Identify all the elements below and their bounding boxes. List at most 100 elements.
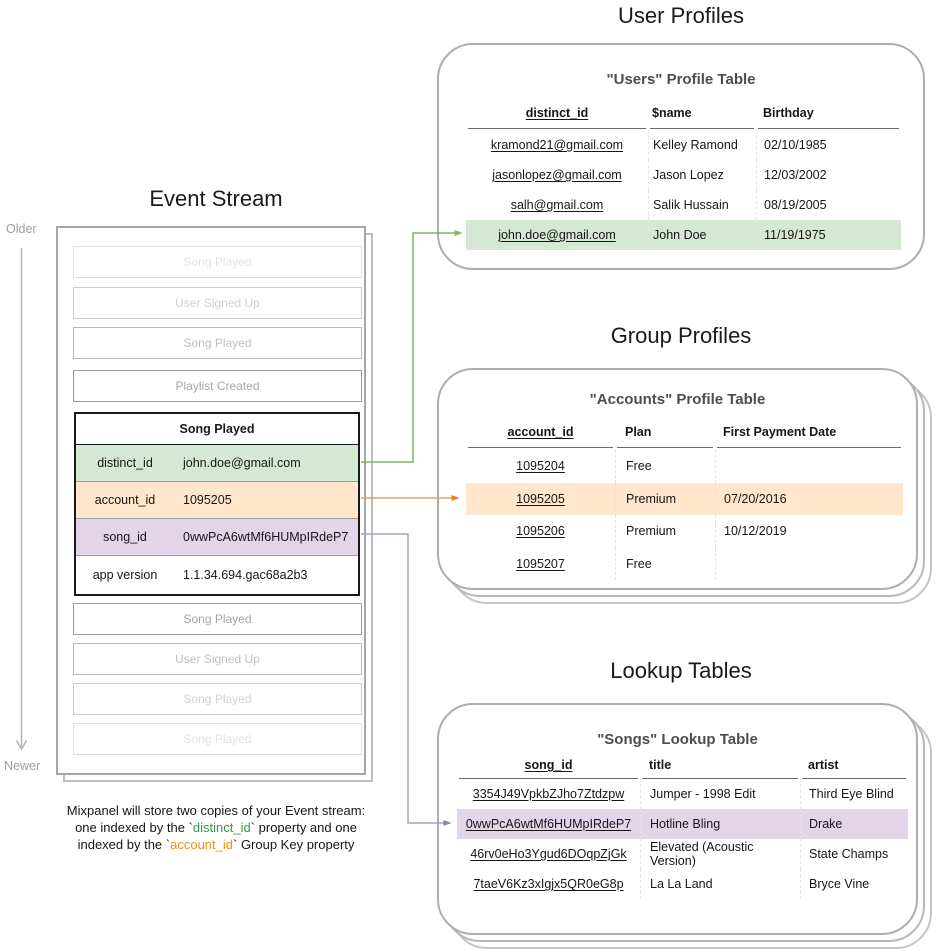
accounts-table-title: "Accounts" Profile Table bbox=[589, 391, 766, 408]
caption-text: indexed by the ` bbox=[77, 837, 171, 852]
cell-first-payment-date: 10/12/2019 bbox=[715, 515, 903, 548]
divider-segment bbox=[468, 447, 613, 448]
column-header-name: $name bbox=[652, 106, 692, 120]
cell-plan: Free bbox=[615, 547, 715, 580]
table-row-highlighted: john.doe@gmail.com John Doe 11/19/1975 bbox=[466, 220, 901, 250]
caption-text: ` property and one bbox=[250, 820, 357, 835]
table-row: 1095206 Premium 10/12/2019 bbox=[466, 515, 903, 548]
property-key: song_id bbox=[103, 530, 147, 544]
user-profiles-title: User Profiles bbox=[618, 3, 744, 28]
property-key: app version bbox=[92, 568, 158, 582]
table-row: jasonlopez@gmail.com Jason Lopez 12/03/2… bbox=[466, 160, 901, 190]
cell-name: Salik Hussain bbox=[648, 190, 756, 220]
account-id-term: account_id bbox=[170, 837, 233, 852]
column-header-distinct-id: distinct_id bbox=[525, 106, 589, 120]
caption-line-1: Mixpanel will store two copies of your E… bbox=[66, 803, 366, 818]
caption-line-2: one indexed by the `distinct_id` propert… bbox=[50, 819, 382, 836]
event-box: User Signed Up bbox=[73, 643, 362, 675]
column-header-account-id: account_id bbox=[507, 425, 574, 439]
cell-artist: Bryce Vine bbox=[800, 869, 908, 899]
cell-account-id: 1095204 bbox=[516, 459, 565, 474]
cell-artist: Drake bbox=[800, 809, 908, 839]
caption-text: ` Group Key property bbox=[233, 837, 355, 852]
divider-segment bbox=[758, 128, 899, 129]
songs-table-title: "Songs" Lookup Table bbox=[597, 731, 758, 748]
event-property-row-app-version: app version 1.1.34.694.gac68a2b3 bbox=[76, 555, 358, 594]
cell-title: La La Land bbox=[640, 869, 800, 899]
table-row: 7taeV6Kz3xIgjx5QR0eG8p La La Land Bryce … bbox=[457, 869, 908, 899]
event-box: Song Played bbox=[73, 723, 362, 755]
divider-segment bbox=[802, 778, 906, 779]
divider-segment bbox=[650, 128, 754, 129]
property-key: distinct_id bbox=[97, 456, 153, 470]
column-header-title: title bbox=[649, 758, 672, 772]
cell-plan: Free bbox=[615, 450, 715, 483]
property-value: 0wwPcA6wtMf6HUMpIRdeP7 bbox=[183, 530, 349, 544]
cell-birthday: 08/19/2005 bbox=[756, 190, 901, 220]
distinct-id-term: distinct_id bbox=[192, 820, 251, 835]
property-value: 1.1.34.694.gac68a2b3 bbox=[183, 568, 308, 582]
column-header-plan: Plan bbox=[625, 425, 652, 439]
event-property-row-distinct-id: distinct_id john.doe@gmail.com bbox=[76, 445, 358, 481]
songs-header-divider bbox=[457, 778, 908, 779]
song-id-connector-arrow bbox=[361, 533, 452, 826]
accounts-header-divider bbox=[466, 447, 903, 448]
cell-first-payment-date bbox=[715, 450, 903, 483]
cell-title: Elevated (Acoustic Version) bbox=[640, 839, 800, 869]
event-box: Song Played bbox=[73, 327, 362, 359]
cell-song-id: 3354J49VpkbZJho7Ztdzpw bbox=[472, 787, 625, 801]
users-table-body: kramond21@gmail.com Kelley Ramond 02/10/… bbox=[466, 130, 901, 250]
cell-plan: Premium bbox=[615, 515, 715, 548]
cell-birthday: 11/19/1975 bbox=[756, 220, 901, 250]
accounts-table-header: account_id Plan First Payment Date bbox=[466, 423, 903, 441]
table-row: kramond21@gmail.com Kelley Ramond 02/10/… bbox=[466, 130, 901, 160]
cell-name: Jason Lopez bbox=[648, 160, 756, 190]
divider-segment bbox=[617, 447, 713, 448]
older-label: Older bbox=[6, 222, 37, 236]
cell-distinct-id: jasonlopez@gmail.com bbox=[492, 168, 622, 182]
lookup-tables-title: Lookup Tables bbox=[610, 658, 752, 683]
event-box: Playlist Created bbox=[73, 370, 362, 402]
cell-account-id: 1095205 bbox=[516, 491, 565, 506]
property-value: 1095205 bbox=[183, 493, 232, 507]
table-row: salh@gmail.com Salik Hussain 08/19/2005 bbox=[466, 190, 901, 220]
cell-song-id: 46rv0eHo3Ygud6DOqpZjGk bbox=[470, 847, 627, 861]
table-row: 3354J49VpkbZJho7Ztdzpw Jumper - 1998 Edi… bbox=[457, 779, 908, 809]
cell-name: Kelley Ramond bbox=[648, 130, 756, 160]
newer-label: Newer bbox=[4, 759, 41, 773]
event-box: Song Played bbox=[73, 603, 362, 635]
cell-first-payment-date bbox=[715, 547, 903, 580]
column-header-birthday: Birthday bbox=[763, 106, 814, 120]
users-table-header: distinct_id $name Birthday bbox=[466, 104, 901, 122]
event-property-row-song-id: song_id 0wwPcA6wtMf6HUMpIRdeP7 bbox=[76, 518, 358, 555]
caption: Mixpanel will store two copies of your E… bbox=[50, 802, 382, 853]
cell-birthday: 02/10/1985 bbox=[756, 130, 901, 160]
table-row: 1095204 Free bbox=[466, 450, 903, 483]
cell-distinct-id: kramond21@gmail.com bbox=[490, 138, 624, 152]
songs-table-body: 3354J49VpkbZJho7Ztdzpw Jumper - 1998 Edi… bbox=[457, 779, 908, 899]
cell-first-payment-date: 07/20/2016 bbox=[715, 482, 903, 515]
column-header-song-id: song_id bbox=[524, 758, 573, 772]
table-row: 46rv0eHo3Ygud6DOqpZjGk Elevated (Acousti… bbox=[457, 839, 908, 869]
accounts-profile-card bbox=[437, 368, 918, 590]
column-header-artist: artist bbox=[808, 758, 839, 772]
cell-title: Hotline Bling bbox=[640, 809, 800, 839]
cell-artist: Third Eye Blind bbox=[800, 779, 908, 809]
divider-segment bbox=[468, 128, 646, 129]
cell-plan: Premium bbox=[615, 482, 715, 515]
table-row-highlighted: 0wwPcA6wtMf6HUMpIRdeP7 Hotline Bling Dra… bbox=[457, 809, 908, 839]
cell-song-id: 0wwPcA6wtMf6HUMpIRdeP7 bbox=[465, 817, 632, 831]
divider-segment bbox=[717, 447, 901, 448]
songs-table-header: song_id title artist bbox=[457, 756, 908, 774]
table-row-highlighted: 1095205 Premium 07/20/2016 bbox=[466, 482, 903, 515]
cell-title: Jumper - 1998 Edit bbox=[640, 779, 800, 809]
expanded-event-title: Song Played bbox=[76, 414, 358, 445]
accounts-table-body: 1095204 Free 1095205 Premium 07/20/2016 … bbox=[466, 450, 903, 580]
caption-text: one indexed by the ` bbox=[75, 820, 193, 835]
divider-segment bbox=[642, 778, 798, 779]
event-property-row-account-id: account_id 1095205 bbox=[76, 481, 358, 518]
cell-song-id: 7taeV6Kz3xIgjx5QR0eG8p bbox=[473, 877, 624, 891]
event-box: Song Played bbox=[73, 246, 362, 278]
cell-distinct-id: salh@gmail.com bbox=[510, 198, 604, 212]
